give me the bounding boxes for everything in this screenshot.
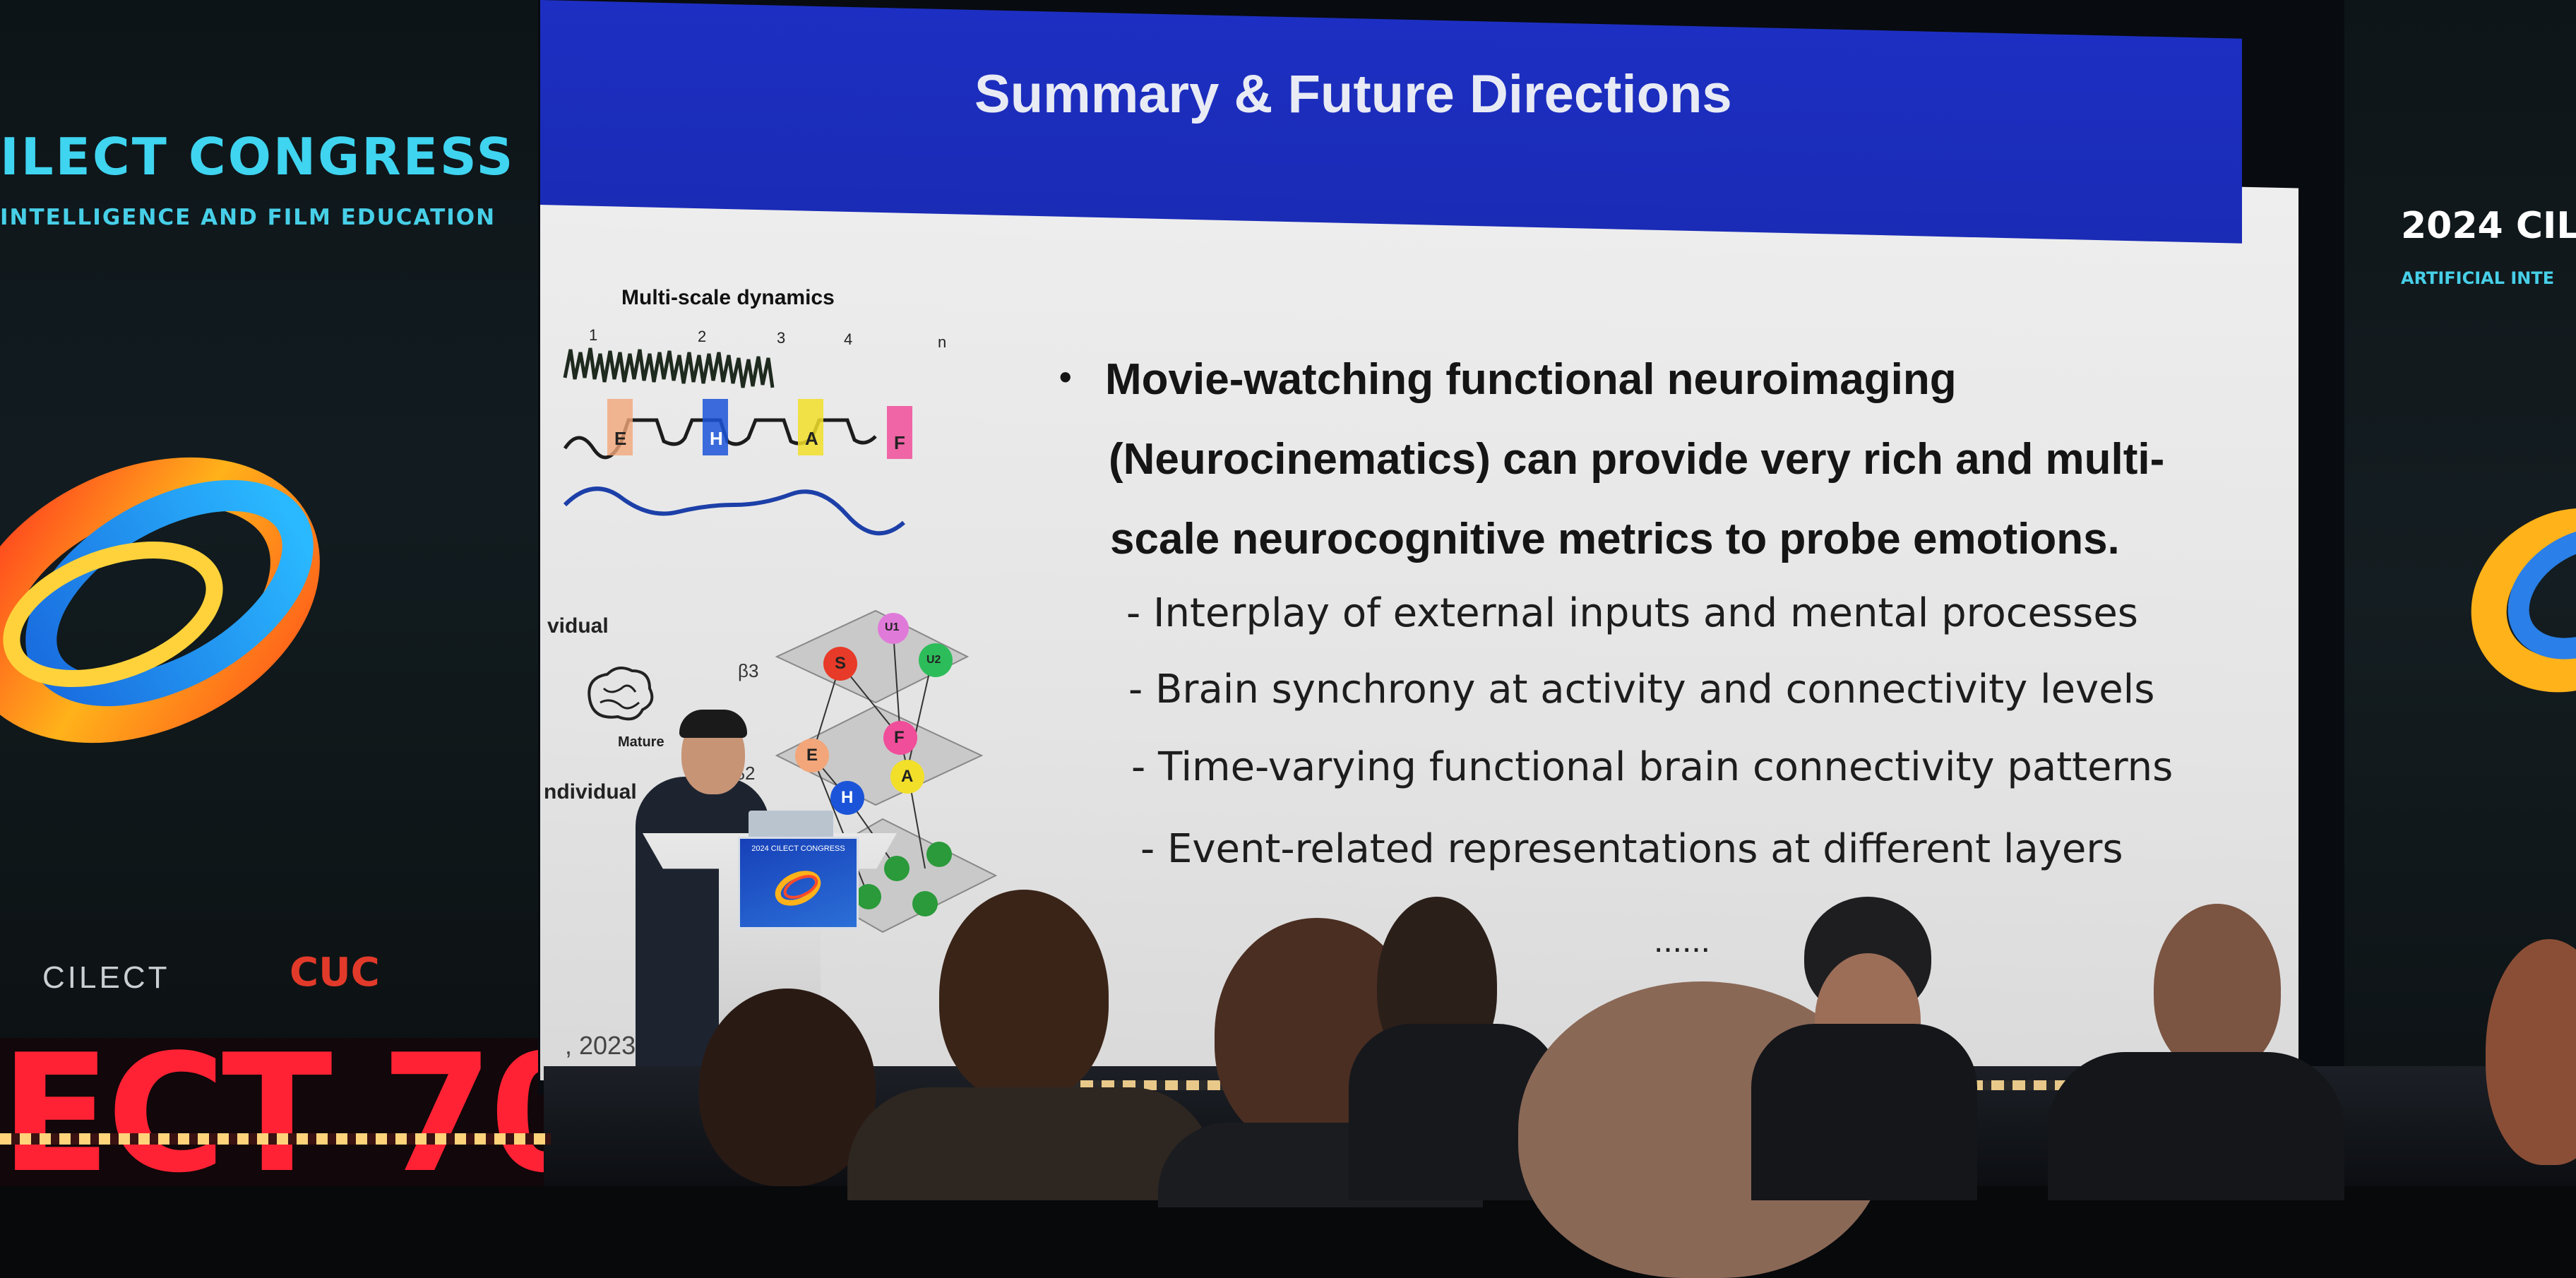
congress-swirl-logo-icon [0, 457, 320, 743]
audience-head [939, 890, 1109, 1101]
left-stage-banner: ILECT CONGRESS INTELLIGENCE AND FILM EDU… [0, 0, 544, 1186]
emotion-label-h: H [710, 428, 723, 449]
stage-light-strip-left [0, 1133, 551, 1145]
banner-theme: INTELLIGENCE AND FILM EDUCATION [0, 205, 496, 230]
node-low-1 [884, 856, 910, 881]
emotion-label-a: A [805, 428, 818, 449]
slide-ellipsis: ...... [1654, 922, 1711, 960]
led-display-text: ECT 70th [0, 1020, 544, 1186]
node-e [795, 739, 829, 772]
slide-title: Summary & Future Directions [974, 64, 1732, 124]
node-label-f: F [894, 728, 905, 747]
audience-head [699, 989, 876, 1186]
node-label-h: H [841, 788, 854, 807]
node-f [883, 721, 917, 755]
right-stage-banner: 2024 CILE ARTIFICIAL INTE [2344, 0, 2576, 1186]
sub-item-3: - Time-varying functional brain connecti… [1131, 744, 2174, 790]
cuc-logo: CUC [290, 950, 380, 996]
bullet-line-3: scale neurocognitive metrics to probe em… [1110, 515, 2120, 563]
podium-sign-title: 2024 CILECT CONGRESS [751, 844, 845, 853]
bullet-line-1: Movie-watching functional neuroimaging [1105, 355, 1957, 404]
sub-item-4: - Event-related representations at diffe… [1140, 826, 2123, 872]
node-label-a: A [901, 767, 914, 786]
audience-body [2048, 1052, 2344, 1200]
brain-icon [588, 667, 654, 721]
fast-signal-trace [563, 347, 775, 388]
side-label-mature: Mature [618, 734, 664, 750]
bullet-line-2: (Neurocinematics) can provide very rich … [1109, 435, 2165, 484]
figure-label: Multi-scale dynamics [621, 286, 835, 309]
node-low-4 [912, 891, 938, 916]
right-banner-theme: ARTIFICIAL INTE [2401, 268, 2555, 288]
figure-marker-n: n [938, 333, 947, 351]
bullet-dot: • [1059, 357, 1072, 397]
node-u2 [919, 643, 953, 677]
figure-marker-1: 1 [589, 326, 598, 344]
audience-head [2154, 904, 2281, 1073]
node-s [823, 647, 857, 681]
led-display-panel [0, 1038, 544, 1186]
node-label-e: E [806, 746, 818, 765]
audience-body [1751, 1024, 1977, 1200]
cilect-logo: CILECT [42, 960, 170, 995]
slow-signal-trace [563, 486, 905, 536]
emotion-label-e: E [614, 428, 627, 449]
speaker-hair [679, 710, 747, 738]
side-label-individual: vidual [547, 614, 609, 638]
figure-marker-4: 4 [844, 330, 853, 348]
node-label-u1: U1 [885, 621, 900, 633]
right-swirl-logo-icon [2471, 508, 2576, 693]
side-label-ndividual: ndividual [544, 780, 637, 804]
figure-marker-3: 3 [777, 329, 786, 347]
sub-item-1: - Interplay of external inputs and menta… [1126, 590, 2138, 636]
beta-label-3: β3 [738, 660, 759, 681]
banner-congress-title: ILECT CONGRESS [0, 127, 515, 186]
node-label-s: S [835, 654, 847, 673]
node-u1 [878, 613, 909, 644]
podium-swirl-icon [775, 871, 821, 906]
node-a [890, 760, 924, 794]
node-h [830, 781, 864, 815]
emotion-box-a [798, 399, 823, 455]
emotion-box-f [887, 406, 912, 459]
right-banner-congress-title: 2024 CILE [2401, 205, 2576, 247]
node-low-2 [926, 842, 952, 867]
emotion-box-e [607, 399, 633, 455]
podium-laptop [749, 811, 833, 839]
node-low-3 [856, 884, 881, 909]
emotion-box-h [703, 399, 728, 455]
audience-body [847, 1087, 1215, 1200]
node-label-u2: U2 [926, 654, 941, 666]
podium-sign: 2024 CILECT CONGRESS [738, 837, 859, 929]
figure-marker-2: 2 [698, 328, 707, 345]
multiscale-signal-figure [563, 347, 912, 536]
sub-item-2: - Brain synchrony at activity and connec… [1128, 667, 2155, 712]
emotion-label-f: F [894, 432, 905, 453]
